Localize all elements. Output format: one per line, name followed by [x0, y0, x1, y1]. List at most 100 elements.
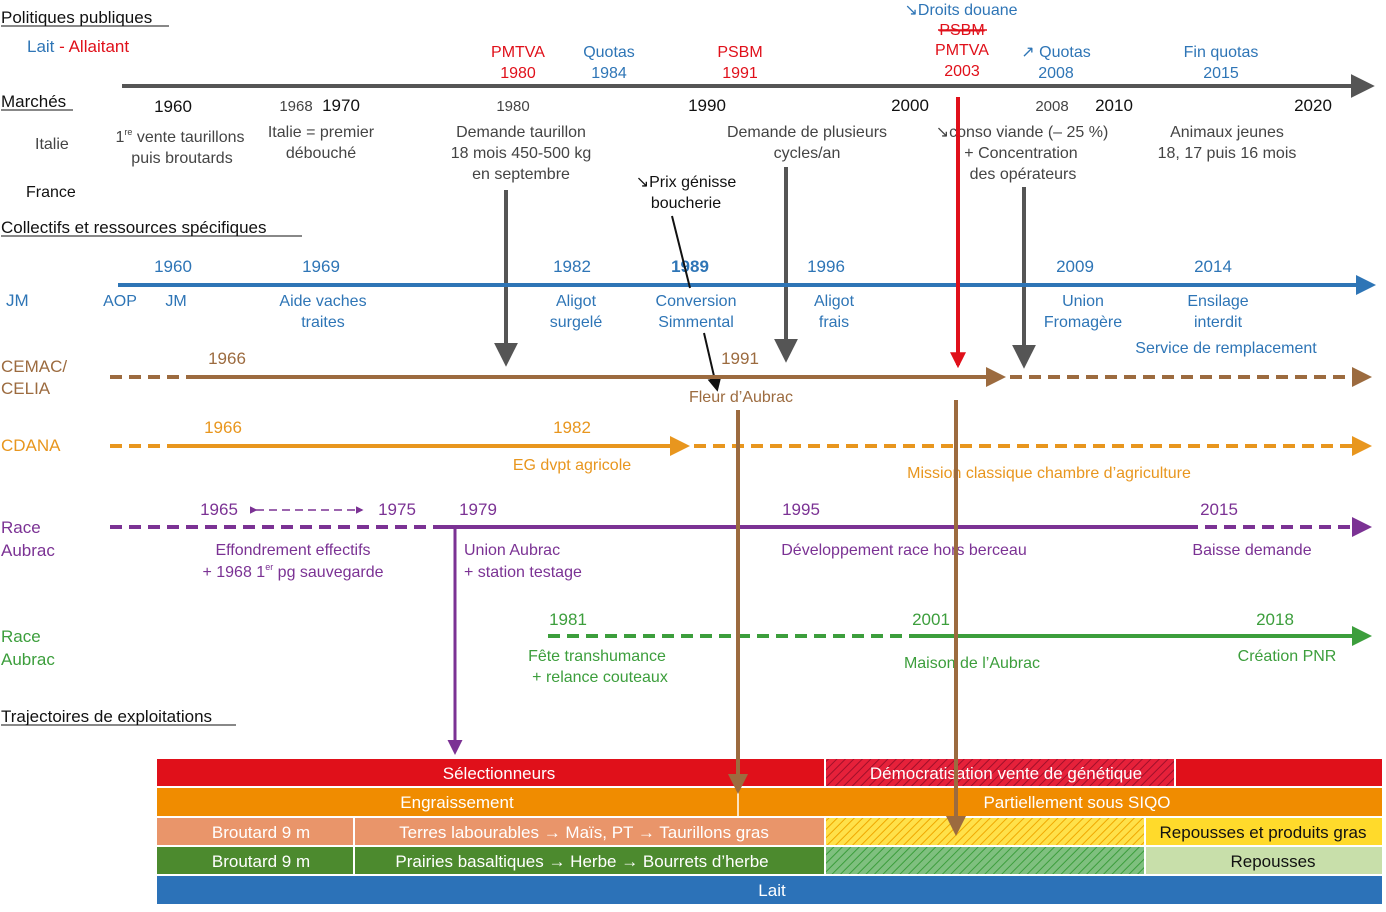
- jm-event: frais: [819, 314, 849, 331]
- policy-label: Fin quotas: [1184, 44, 1259, 61]
- bar-label: Broutard 9 m: [212, 852, 310, 871]
- market-france: France: [26, 184, 76, 201]
- market-event: 18 mois 450-500 kg: [451, 145, 592, 162]
- market-event: ↘Prix génisse: [636, 174, 737, 191]
- jm-event: Simmental: [658, 314, 734, 331]
- bar-label: Démocratisation vente de génétique: [870, 764, 1142, 783]
- axis-year: 2020: [1294, 96, 1332, 115]
- bar-label: Repousses et produits gras: [1160, 823, 1367, 842]
- legend-allaitant: Allaitant: [69, 37, 130, 56]
- cdana-year: 1966: [204, 418, 242, 437]
- policy-label: Quotas: [583, 44, 635, 61]
- race-event: Développement race hors berceau: [781, 542, 1026, 559]
- axis-year: 1968: [279, 98, 312, 115]
- market-event: 18, 17 puis 16 mois: [1158, 145, 1297, 162]
- bar-prairies-hatch: [825, 847, 1145, 875]
- market-event: Demande de plusieurs: [727, 124, 887, 141]
- section-marches: Marchés: [1, 92, 66, 111]
- policy-droits-douane: ↘Droits douane: [904, 2, 1017, 19]
- bar-lait: [157, 876, 1382, 904]
- jm-event: surgelé: [550, 314, 603, 331]
- legend-lait: Lait: [27, 37, 55, 56]
- market-event: boucherie: [651, 195, 721, 212]
- bar-label: Partiellement sous SIQO: [983, 793, 1170, 812]
- jm-year: 1989: [671, 257, 709, 276]
- race2-event: Création PNR: [1238, 648, 1337, 665]
- axis-year: 2000: [891, 96, 929, 115]
- market-event: + Concentration: [964, 145, 1077, 162]
- cemac-year: 1966: [208, 349, 246, 368]
- race-year: 2015: [1200, 500, 1238, 519]
- jm-event: Aide vaches: [279, 293, 366, 310]
- cemac-event: Fleur d’Aubrac: [689, 389, 793, 406]
- bar-label: Repousses: [1230, 852, 1315, 871]
- bar-terres-hatch: [825, 818, 1145, 846]
- race-event: + 1968 1er pg sauvegarde: [202, 562, 383, 581]
- row-label-cemac: CEMAC/: [1, 357, 67, 376]
- jm-year: 1969: [302, 257, 340, 276]
- bar-label: Sélectionneurs: [443, 764, 555, 783]
- legend: Lait - Allaitant: [27, 37, 129, 56]
- race2-event: + relance couteaux: [532, 669, 668, 686]
- cdana-event: EG dvpt agricole: [513, 457, 631, 474]
- policy-year: 1980: [500, 65, 536, 82]
- jm-year: 1982: [553, 257, 591, 276]
- policy-year: 2015: [1203, 65, 1239, 82]
- bar-label: Lait: [758, 881, 786, 900]
- jm-event: Aligot: [556, 293, 597, 310]
- market-event: débouché: [286, 145, 356, 162]
- race-year: 1975: [378, 500, 416, 519]
- market-event: 1re vente taurillons: [116, 127, 245, 146]
- row-label-race2: Race: [1, 627, 41, 646]
- jm-event: Aligot: [814, 293, 855, 310]
- cemac-year: 1991: [721, 349, 759, 368]
- race2-event: Fête transhumance: [528, 648, 666, 665]
- bar-label: Engraissement: [400, 793, 514, 812]
- market-event: cycles/an: [774, 145, 841, 162]
- race-year: 1979: [459, 500, 497, 519]
- race2-event: Maison de l’Aubrac: [904, 655, 1040, 672]
- bar-repousses-gras: [1145, 818, 1382, 846]
- race2-year: 2018: [1256, 610, 1294, 629]
- jm-year: 1996: [807, 257, 845, 276]
- cdana-event: Mission classique chambre d’agriculture: [907, 465, 1191, 482]
- race-year: 1995: [782, 500, 820, 519]
- market-event: des opérateurs: [970, 166, 1077, 183]
- policy-label: PSBM: [717, 44, 762, 61]
- race2-year: 1981: [549, 610, 587, 629]
- bar-democratisation: [825, 759, 1175, 786]
- policy-label: PMTVA: [491, 44, 545, 61]
- axis-year: 1960: [154, 97, 192, 116]
- race-event: Effondrement effectifs: [215, 542, 370, 559]
- jm-event: JM: [165, 293, 186, 310]
- bar-broutard-2: [157, 847, 354, 875]
- market-event: en septembre: [472, 166, 570, 183]
- race2-year: 2001: [912, 610, 950, 629]
- jm-event: Service de remplacement: [1135, 340, 1317, 357]
- bar-selectionneurs-end: [1175, 759, 1382, 786]
- market-italie: Italie: [35, 136, 69, 153]
- jm-event: AOP: [103, 293, 137, 310]
- race-event: Union Aubrac: [464, 542, 560, 559]
- policy-year: 1991: [722, 65, 758, 82]
- policy-year: 2008: [1038, 65, 1074, 82]
- jm-year: 2014: [1194, 257, 1232, 276]
- jm-event: Ensilage: [1187, 293, 1248, 310]
- bar-repousses: [1145, 847, 1382, 875]
- jm-event: interdit: [1194, 314, 1243, 331]
- section-politiques: Politiques publiques: [1, 8, 152, 27]
- bar-label: Broutard 9 m: [212, 823, 310, 842]
- policy-year-2003: 2003: [944, 63, 980, 80]
- bar-broutard-1: [157, 818, 354, 846]
- axis-year: 1980: [496, 98, 529, 115]
- policy-year: 1984: [591, 65, 627, 82]
- bar-label: Prairies basaltiques → Herbe → Bourrets …: [395, 852, 768, 871]
- policy-label: ↗ Quotas: [1021, 44, 1090, 61]
- axis-year: 1970: [322, 96, 360, 115]
- market-event: puis broutards: [131, 150, 232, 167]
- row-label-aubrac2: Aubrac: [1, 650, 55, 669]
- jm-event: Conversion: [656, 293, 737, 310]
- race-event: Baisse demande: [1192, 542, 1311, 559]
- cdana-year: 1982: [553, 418, 591, 437]
